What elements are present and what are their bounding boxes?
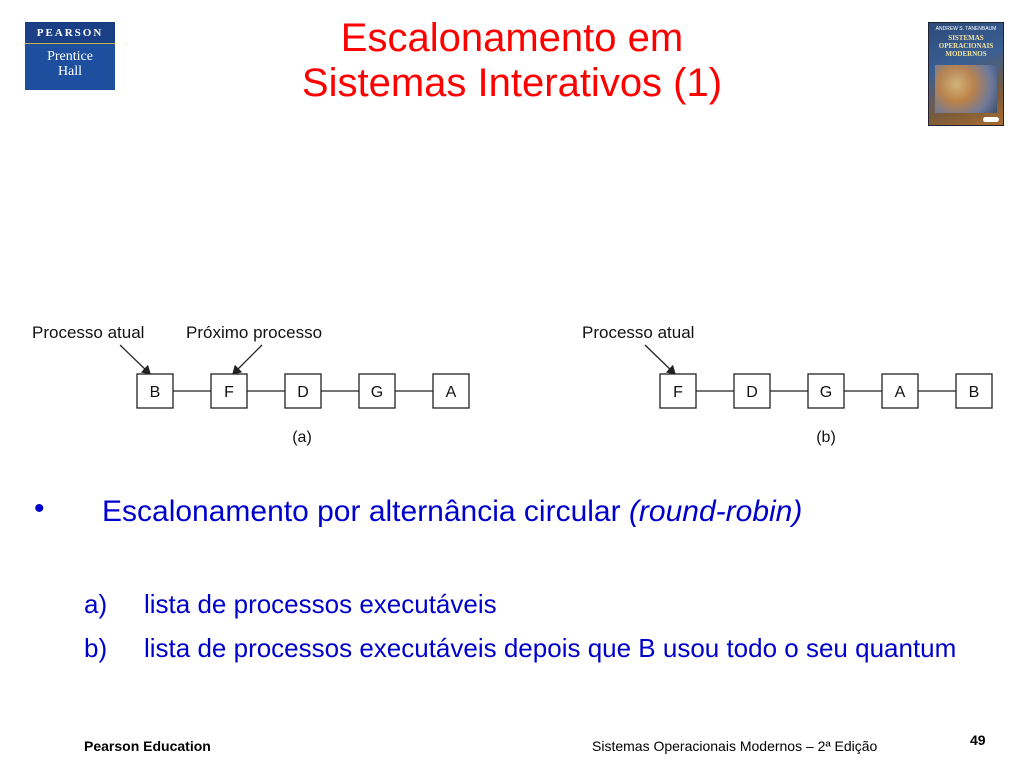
round-robin-diagram: Processo atual Próximo processo B F D G A (a… — [32, 323, 993, 446]
caption-b: (b) — [816, 429, 836, 446]
bullet-main-italic: (round-robin) — [628, 495, 803, 528]
process-node-label: B — [969, 384, 980, 401]
process-node-label: G — [820, 384, 832, 401]
process-node-box — [807, 373, 845, 409]
sub-item-a-text: lista de processos executáveis — [144, 589, 497, 619]
process-node-box — [432, 373, 470, 409]
page-number: 49 — [970, 732, 986, 748]
bullet-main-text: Escalonamento por alternância circular — [102, 495, 629, 528]
sub-item-a-marker: a) — [84, 589, 108, 619]
caption-a: (a) — [292, 429, 312, 446]
label-current-process-b: Processo atual — [582, 323, 694, 342]
book-cover-art — [935, 65, 997, 113]
footer-publisher: Pearson Education — [84, 738, 211, 754]
process-node-label: D — [746, 384, 758, 401]
book-author: ANDREW S. TANENBAUM — [935, 26, 997, 32]
process-node-label: F — [673, 384, 683, 401]
sub-item-b-marker: b) — [84, 633, 108, 663]
process-node-box — [955, 373, 993, 409]
process-node-box — [136, 373, 174, 409]
bullet-main: Escalonamento por alternância circular (… — [102, 494, 962, 530]
process-node-label: A — [895, 384, 906, 401]
process-node-label: G — [371, 384, 383, 401]
pearson-prentice-hall-logo: PEARSON Prentice Hall — [25, 22, 115, 90]
diagram-panel-b: Processo atual F D G A B (b) — [582, 323, 993, 446]
process-node-box — [284, 373, 322, 409]
process-node-label: B — [150, 384, 161, 401]
sub-item-b-text: lista de processos executáveis depois qu… — [144, 633, 957, 663]
process-node-label: A — [446, 384, 457, 401]
arrow-next-a — [232, 344, 263, 375]
logo-subtitle: Prentice Hall — [47, 49, 93, 79]
diagram-panel-a: Processo atual Próximo processo B F D G A (a… — [32, 323, 470, 446]
process-node-label: F — [224, 384, 234, 401]
book-title: SISTEMAS OPERACIONAIS MODERNOS — [938, 34, 994, 58]
publisher-mark — [983, 117, 999, 122]
slide-title: Escalonamento em Sistemas Interativos (1… — [301, 16, 723, 105]
label-next-process: Próximo processo — [186, 323, 322, 342]
book-cover-image: ANDREW S. TANENBAUM SISTEMAS OPERACIONAI… — [928, 22, 1004, 126]
label-current-process-a: Processo atual — [32, 323, 144, 342]
bullet-marker: • — [34, 492, 45, 525]
arrow-current-b — [644, 344, 676, 375]
arrow-current-a — [119, 344, 151, 375]
process-node-label: D — [297, 384, 309, 401]
process-node-box — [733, 373, 771, 409]
footer-book-title: Sistemas Operacionais Modernos – 2ª Ediç… — [592, 738, 878, 754]
logo-brand: PEARSON — [25, 22, 115, 44]
